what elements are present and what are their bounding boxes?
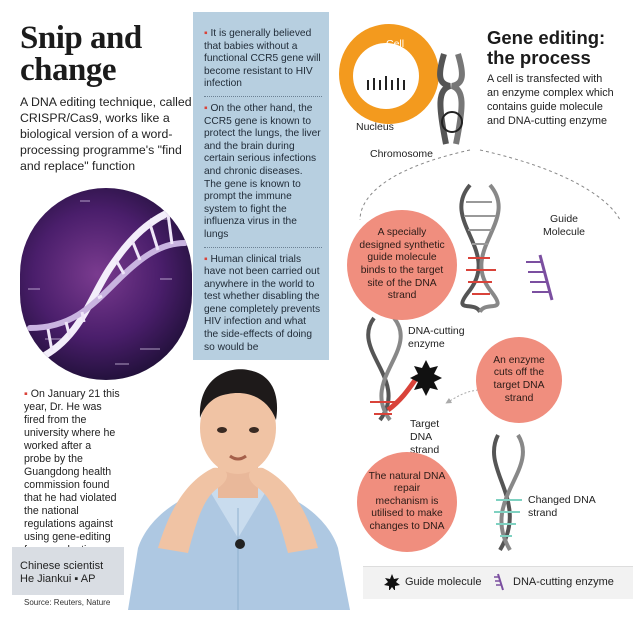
step-3-bubble: The natural DNA repair mechanism is util… [357,452,457,552]
bullet-marker: ▪ [204,102,211,114]
dna-cutting-enzyme-icon [494,573,504,591]
process-diagram [359,149,621,552]
fact-text: On the other hand, the CCR5 gene is know… [204,102,321,240]
chromosome-label: Chromosome [370,148,434,160]
left-bullet: ▪ On January 21 this year, Dr. He was fi… [24,388,120,570]
step-3-text: The natural DNA repair mechanism is util… [368,470,446,532]
scientist-portrait [128,369,350,610]
guide-molecule-label: Guide Molecule [542,213,586,238]
cell-label: Cell [386,38,405,50]
photo-caption: Chinese scientist He Jiankui ▪ AP [20,560,120,586]
caption-line-2: He Jiankui ▪ AP [20,573,96,585]
process-description: A cell is transfected with an enzyme com… [487,73,614,127]
bullet-marker: ▪ [204,253,211,265]
process-title: Gene editing: the process [487,27,606,68]
intro-text: A DNA editing technique, called CRISPR/C… [20,95,192,173]
step-1-text: A specially designed synthetic guide mol… [359,227,445,302]
changed-dna-label: Changed DNA strand [528,494,596,519]
step-1-bubble: A specially designed synthetic guide mol… [347,210,457,320]
divider [204,95,322,97]
facts-panel [193,12,329,360]
target-dna-label: Target DNA strand [410,418,440,456]
fact-text: It is generally believed that babies wit… [204,28,321,90]
fact-item: ▪ On the other hand, the CCR5 gene is kn… [204,103,322,242]
left-bullet-text: On January 21 this year, Dr. He was fire… [24,388,120,569]
divider [204,246,322,248]
fact-text: Human clinical trials have not been carr… [204,253,321,353]
caption-box [12,547,124,595]
cell-diagram [339,24,465,145]
caption-line-1: Chinese scientist [20,560,104,572]
guide-molecule-icon [384,574,400,590]
legend-guide-label: Guide molecule [405,576,482,588]
fact-item: ▪ It is generally believed that babies w… [204,28,322,91]
bullet-marker: ▪ [204,28,211,39]
nucleus-label: Nucleus [356,121,394,133]
legend [363,566,633,599]
headline: Snip and change [20,20,142,88]
dna-cutting-enzyme-label: DNA-cutting enzyme [408,325,465,350]
source-credit: Source: Reuters, Nature [24,598,111,607]
step-2-bubble: An enzyme cuts off the target DNA strand [476,337,562,423]
dna-helix-image [20,188,192,380]
dna-helix-icon [27,200,188,365]
bullet-marker: ▪ [24,388,31,400]
legend-enzyme-label: DNA-cutting enzyme [513,576,614,588]
fact-item: ▪ Human clinical trials have not been ca… [204,254,322,355]
step-2-text: An enzyme cuts off the target DNA strand [493,354,545,404]
facts-list: ▪ It is generally believed that babies w… [204,28,322,359]
